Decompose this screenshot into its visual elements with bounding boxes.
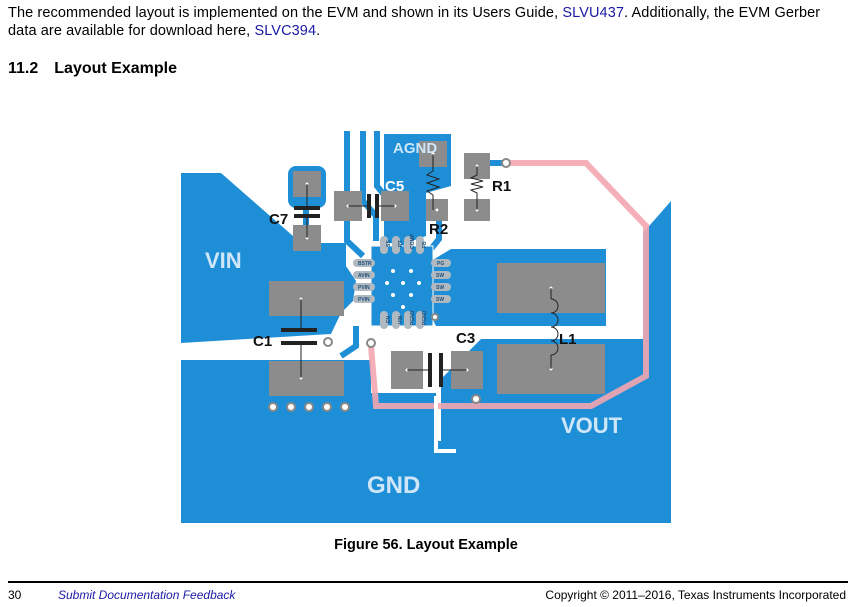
layout-figure: BSTR AVIN PVIN PVIN PG SW SW SW SS RT CO… (181, 131, 671, 523)
pin-bot-1-label: EN (386, 316, 392, 323)
component-leads (300, 154, 559, 378)
section-heading: 11.2 Layout Example (8, 60, 177, 78)
pin-top-4-label: FB (422, 241, 428, 248)
vin-label: VIN (205, 248, 242, 273)
pin-sw-2 (431, 283, 451, 291)
c1-pad-bottom (269, 361, 344, 396)
pin-pg-label: PG (437, 261, 444, 267)
clearance-line (434, 396, 456, 453)
intro-text-3: . (316, 23, 321, 39)
pin-sw-3 (431, 295, 451, 303)
slvu437-link[interactable]: SLVU437 (562, 5, 625, 21)
r1-label: R1 (492, 178, 511, 195)
pin-avin-label: AVIN (358, 273, 370, 279)
pin-pg (431, 259, 451, 267)
pin-pvin-2-label: PVIN (358, 297, 370, 303)
pin-sw-1 (431, 271, 451, 279)
pin-top-3-label: COMP (410, 233, 416, 249)
c7-label: C7 (269, 211, 288, 228)
pin-sw-1-label: SW (436, 273, 444, 279)
c5-label: C5 (385, 178, 404, 195)
pin-bot-3-label: PGND (410, 310, 416, 325)
pin-top-2 (392, 236, 400, 254)
intro-text-1: The recommended layout is implemented on… (8, 5, 563, 21)
pin-pvin-1-label: PVIN (358, 285, 370, 291)
pin-bot-4 (416, 311, 424, 329)
pin-bot-3 (404, 311, 412, 329)
pin-sw-3-label: SW (436, 297, 444, 303)
intro-text-2: . Additionally, the EVM Gerber data are … (8, 5, 821, 39)
gnd-copper (181, 360, 671, 523)
board-vias (268, 158, 511, 412)
pin-top-1-label: SS (386, 240, 392, 247)
pin-bstr (353, 259, 375, 267)
figure-caption: Figure 56. Layout Example (334, 537, 518, 553)
c3-label: C3 (456, 330, 475, 347)
pin-bot-1 (380, 311, 388, 329)
l1-label: L1 (559, 331, 577, 348)
section-title: Layout Example (54, 60, 177, 77)
agnd-label: AGND (393, 140, 437, 157)
vout-right-strip (643, 201, 671, 446)
feedback-link[interactable]: Submit Documentation Feedback (58, 588, 236, 602)
c1-pad-top (269, 281, 344, 316)
slvc394-link[interactable]: SLVC394 (254, 23, 317, 39)
pin-top-1 (380, 236, 388, 254)
pin-bot-2 (392, 311, 400, 329)
c1-label: C1 (253, 333, 272, 350)
page-number: 30 (8, 588, 22, 602)
pin-bot-4-label: PGND (422, 310, 428, 325)
pcb-layout-drawing: BSTR AVIN PVIN PVIN PG SW SW SW SS RT CO… (181, 131, 671, 523)
footer-rule (8, 581, 848, 583)
vout-label: VOUT (561, 413, 623, 438)
ic-vias (385, 269, 421, 309)
section-number: 11.2 (8, 60, 39, 77)
pin-top-3 (404, 236, 412, 254)
pin-top-4 (416, 236, 424, 254)
gnd-label: GND (367, 472, 420, 499)
sense-trace (368, 160, 649, 409)
pin-bot-2-label: VIN (398, 315, 404, 324)
r2-label: R2 (429, 221, 448, 238)
copyright: Copyright © 2011–2016, Texas Instruments… (545, 588, 846, 602)
pin-pvin-1 (353, 283, 375, 291)
pin-sw-2-label: SW (436, 285, 444, 291)
pin-avin (353, 271, 375, 279)
pin-top-2-label: RT (398, 240, 404, 247)
intro-paragraph: The recommended layout is implemented on… (8, 4, 848, 40)
pin-pvin-2 (353, 295, 375, 303)
pin-bstr-label: BSTR (358, 261, 372, 267)
